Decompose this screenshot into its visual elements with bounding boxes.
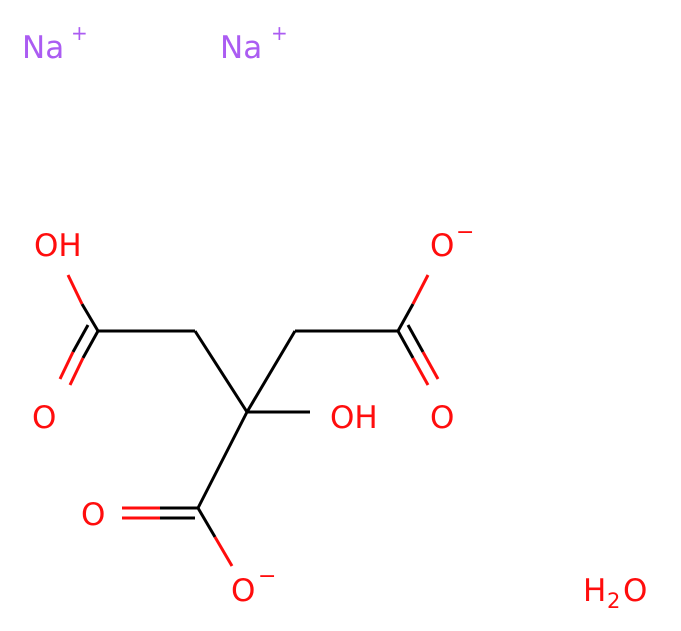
water-molecule: H 2 O — [583, 573, 647, 613]
o-bottom-double-label: O — [81, 497, 105, 533]
bond-c1-o-double-a-black — [81, 330, 100, 359]
bond-c1-o-double-b-red — [58, 351, 75, 380]
o-bottom-label: O — [231, 573, 255, 609]
left-carboxyl-group: OH O — [32, 228, 100, 436]
sodium-label-1: Na — [22, 30, 64, 66]
bond-c5-o-double-b-red — [421, 351, 440, 380]
central-hydroxyl: OH — [330, 400, 378, 436]
bond-c2-c3 — [193, 330, 249, 413]
sodium-ion-2: Na + — [220, 21, 288, 66]
water-subscript: 2 — [607, 589, 620, 613]
bond-c6-o-minus-black — [196, 507, 217, 538]
bond-c3-c4 — [245, 330, 297, 413]
bottom-carboxylate-group: O O − — [81, 497, 276, 609]
bond-c1-oh-red — [66, 274, 84, 305]
o-top-right-label: O — [430, 228, 454, 264]
water-h-label: H — [583, 573, 606, 609]
oh-top-left-label: OH — [34, 228, 82, 264]
sodium-charge-1: + — [71, 21, 88, 45]
sodium-ion-1: Na + — [22, 21, 88, 66]
bond-c1-oh-black — [80, 303, 100, 332]
bond-c6-o-minus-red — [213, 536, 234, 567]
o-right-double-label: O — [430, 400, 454, 436]
bond-c5-o-double-b-black — [406, 324, 425, 353]
sodium-charge-2: + — [271, 21, 288, 45]
right-carboxylate-group: O − O — [396, 220, 474, 436]
carbon-skeleton — [98, 329, 398, 509]
bond-c5-o-minus-red — [411, 274, 430, 305]
o-left-double-label: O — [32, 400, 56, 436]
bond-c5-o-minus-black — [396, 303, 415, 332]
bond-c1-o-double-b-black — [71, 324, 90, 353]
o-bottom-charge: − — [258, 564, 276, 589]
water-o-label: O — [623, 573, 647, 609]
sodium-label-2: Na — [220, 30, 262, 66]
bond-c5-o-double-a-black — [396, 330, 415, 359]
bond-c3-c6 — [196, 411, 249, 509]
oh-center-label: OH — [330, 400, 378, 436]
o-top-right-charge: − — [456, 220, 474, 245]
bond-c1-o-double-a-red — [68, 357, 85, 386]
bond-c5-o-double-a-red — [411, 357, 430, 386]
